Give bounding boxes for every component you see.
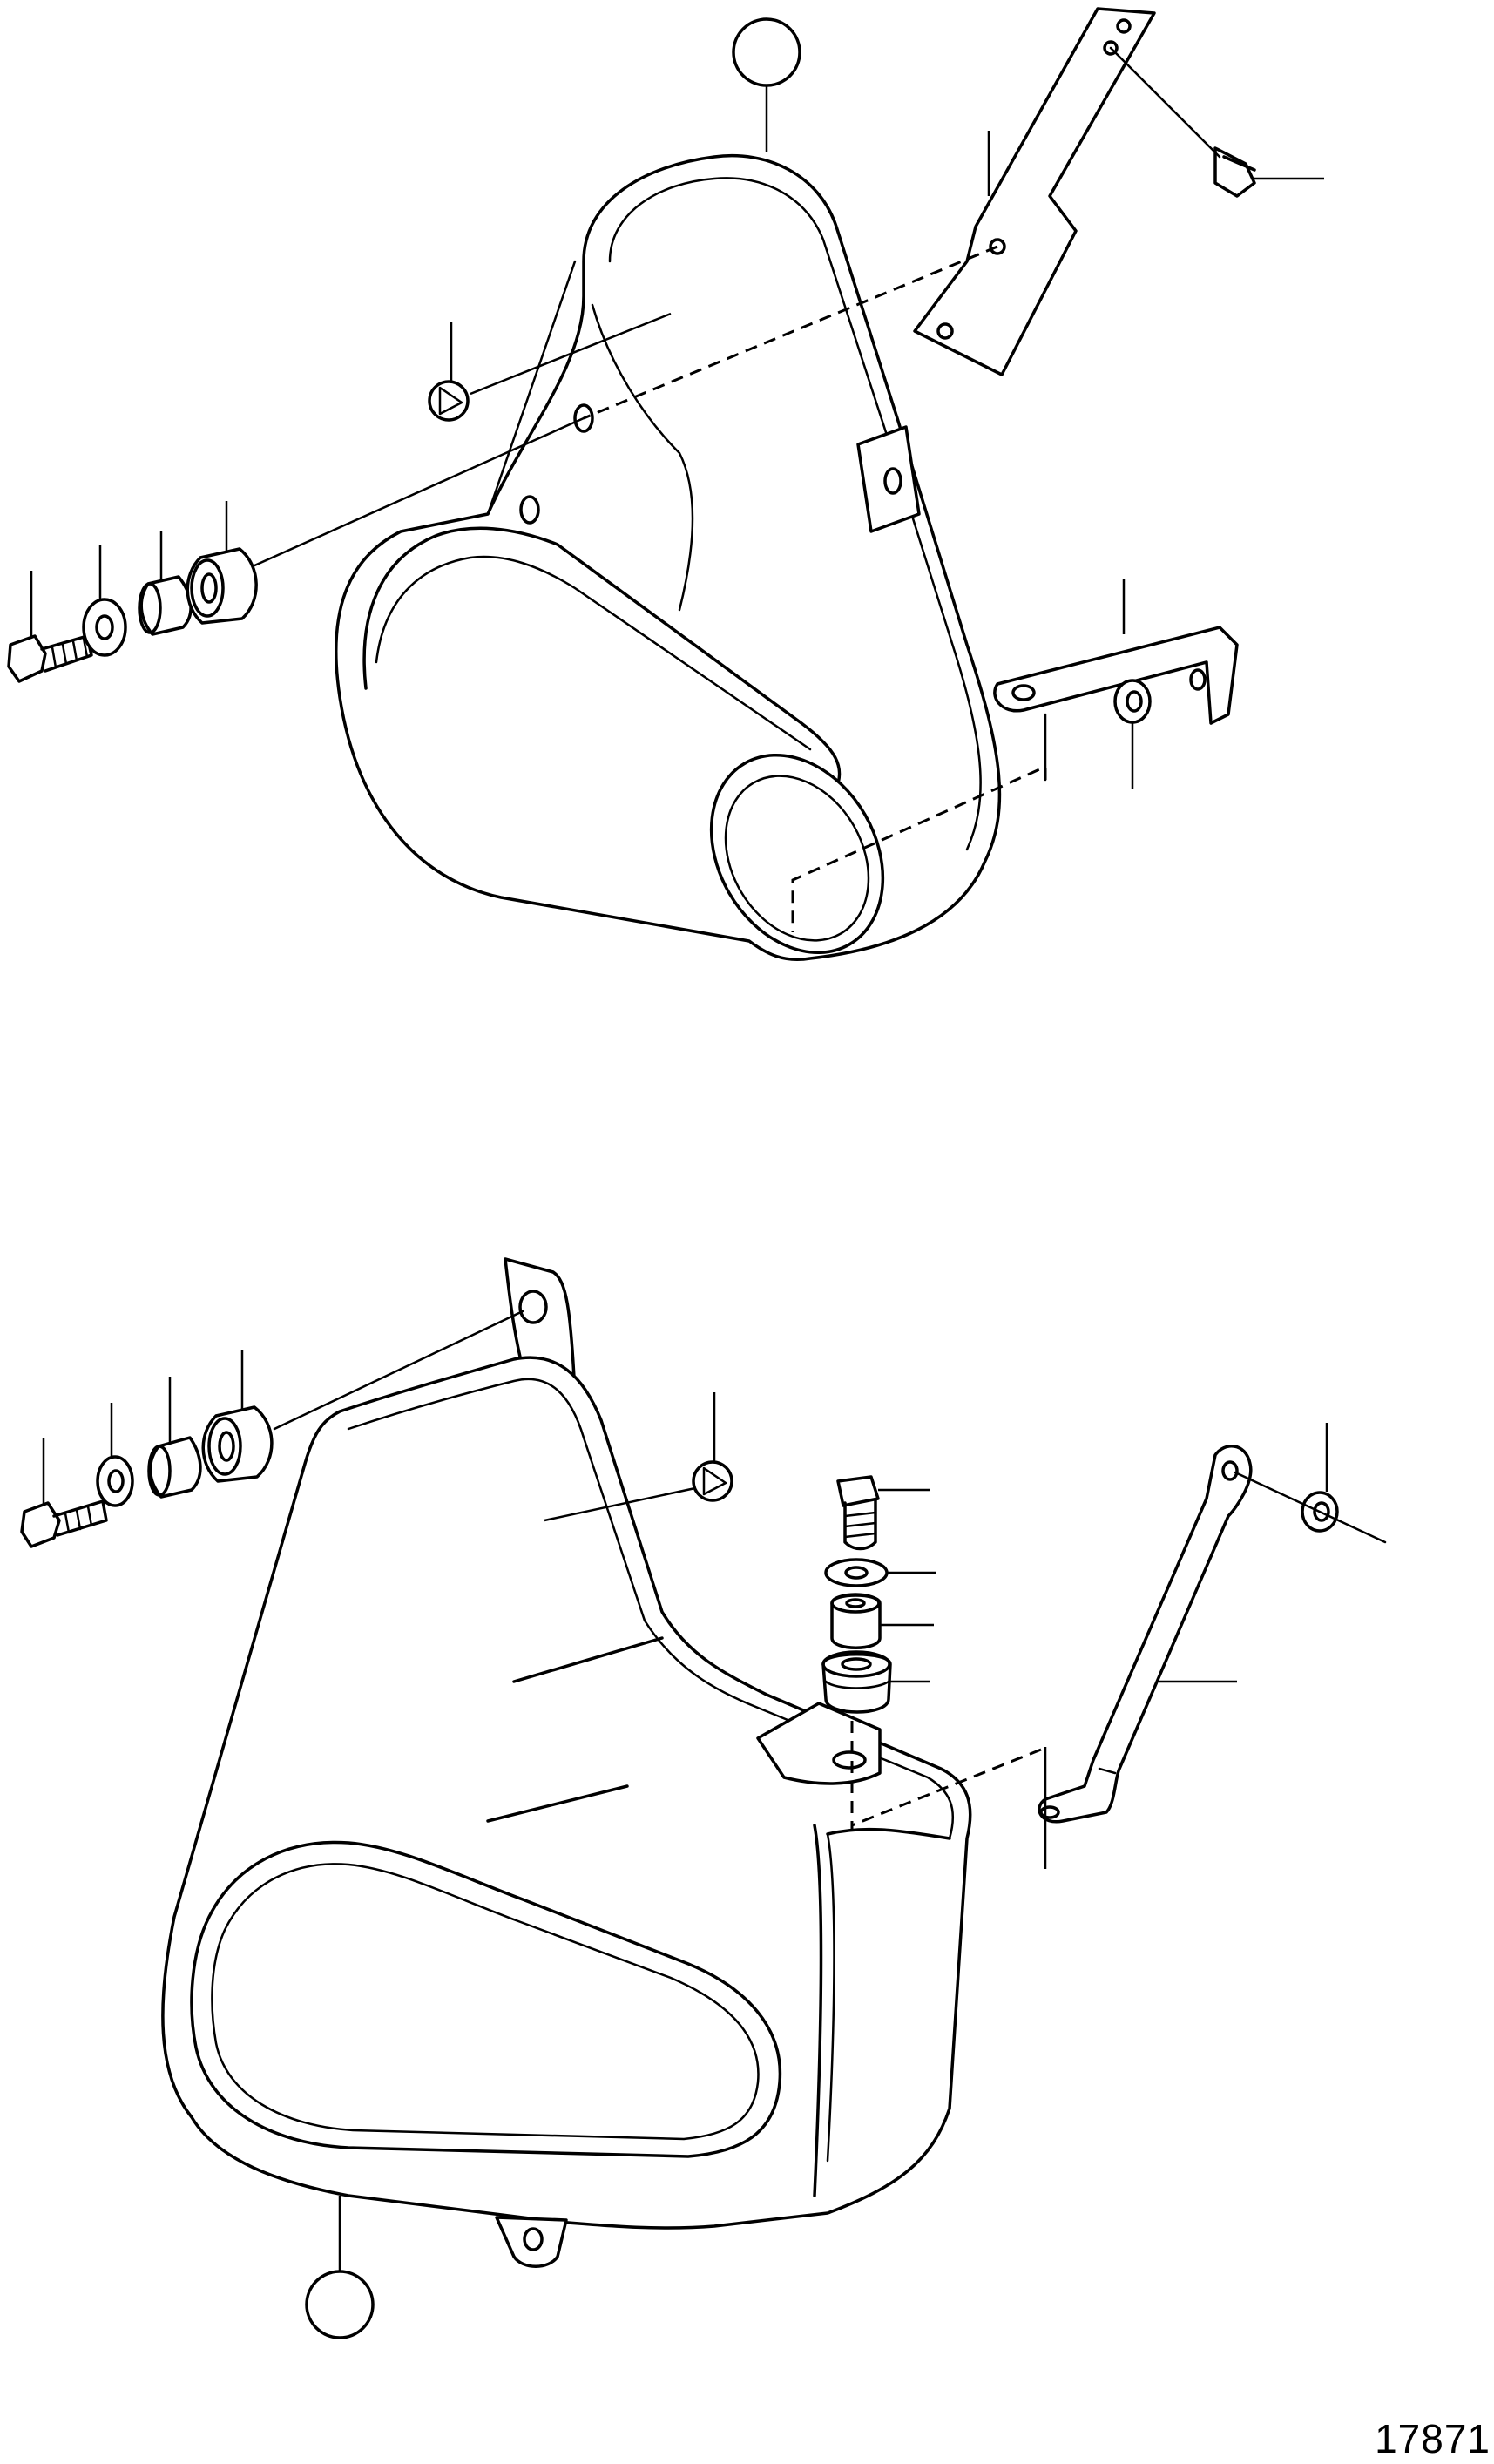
warning-symbol-upper xyxy=(428,380,470,422)
lower-belt-guard-assembly xyxy=(20,1257,1387,2339)
lower-guard-inner-lobe xyxy=(190,1840,782,2158)
upper-fastener-stack xyxy=(7,416,585,683)
upper-guard-side-tab xyxy=(856,425,921,533)
vertical-spacer xyxy=(830,1594,882,1649)
callout-circle-upper xyxy=(732,17,801,87)
upper-guard-hole-1 xyxy=(573,403,594,433)
lower-guard-mount-boss xyxy=(756,1702,882,1785)
flange-bolt-upper xyxy=(1109,46,1324,198)
warning-symbol-lower xyxy=(692,1460,733,1502)
lower-rubber-bushing xyxy=(201,1405,274,1483)
upper-lock-washer xyxy=(1113,679,1152,724)
lower-guard-bottom-tab xyxy=(495,2216,568,2268)
upper-guard-end-lobe xyxy=(709,754,885,954)
upper-spacer xyxy=(139,575,193,636)
vertical-rubber-bushing xyxy=(821,1653,892,1714)
lower-washer xyxy=(96,1455,134,1507)
upper-guard-hole-2 xyxy=(519,495,540,525)
callout-circle-lower xyxy=(305,2270,375,2339)
upper-washer xyxy=(82,598,127,657)
upper-bracket-strip xyxy=(913,7,1156,376)
vertical-fastener-stack xyxy=(821,1475,936,1830)
lower-fastener-stack xyxy=(20,1310,524,1548)
upper-belt-guard xyxy=(334,154,1002,961)
upper-lower-bracket xyxy=(993,579,1239,789)
upper-belt-guard-assembly xyxy=(7,7,1324,961)
vertical-washer xyxy=(824,1558,889,1587)
figure-number: 17871 xyxy=(1375,2416,1491,2461)
lower-stay-rod xyxy=(851,1423,1387,1869)
